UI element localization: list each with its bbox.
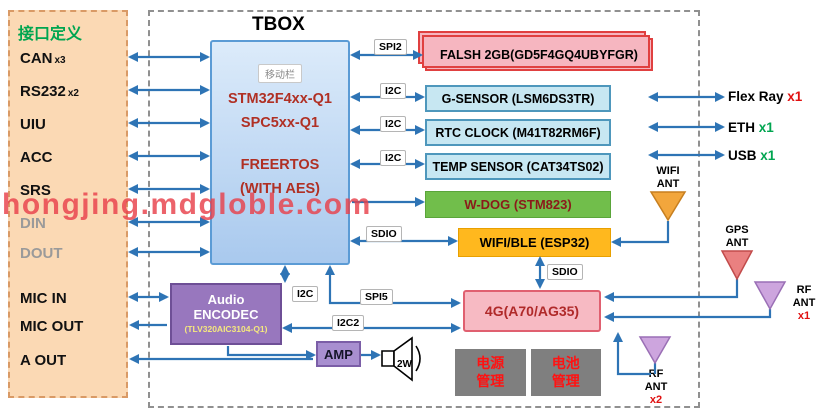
audio-codec-line1: Audio — [207, 292, 245, 308]
rf-antenna1-icon — [753, 281, 787, 311]
audio-codec-block: Audio ENCODEC (TLV320AIC3104-Q1) — [170, 283, 282, 345]
wifi-ant-label: WIFI ANT — [656, 165, 680, 191]
interface-a-out: A OUT — [20, 352, 67, 369]
rf-ant2-label: RF ANT x2 — [644, 368, 668, 407]
power-mgmt-block: 电源管理 — [455, 349, 526, 396]
power-management-group: 电源管理 电池管理 — [455, 349, 601, 396]
interface-panel-title: 接口定义 — [18, 26, 83, 43]
mcu-os: FREERTOS — [240, 157, 320, 173]
bus-sdio-wifi: SDIO — [366, 226, 402, 242]
gps-ant-label: GPS ANT — [725, 224, 749, 250]
interface-acc: ACC — [20, 149, 53, 166]
watchdog-block: W-DOG (STM823) — [425, 191, 611, 218]
audio-codec-part: (TLV320AIC3104-Q1) — [184, 324, 268, 335]
mcu-block: 移动栏 STM32F4xx-Q1 SPC5xx-Q1 FREERTOS (WIT… — [210, 40, 350, 265]
bus-i2c-temp: I2C — [380, 150, 407, 166]
4g-modem-block: 4G(A70/AG35) — [463, 290, 601, 332]
watermark-text: hongjing.mdgloble.com — [2, 188, 372, 221]
gps-antenna-icon — [720, 250, 754, 281]
wifi-ble-block: WIFI/BLE (ESP32) — [458, 228, 611, 257]
amp-block: AMP — [316, 341, 361, 367]
interface-srs: SRS — [20, 182, 51, 199]
interface-mic-in: MIC IN — [20, 290, 67, 307]
interface-uiu: UIU — [20, 116, 46, 133]
bus-i2c2: I2C2 — [332, 315, 365, 331]
audio-codec-line2: ENCODEC — [193, 307, 259, 323]
temp-sensor-block: TEMP SENSOR (CAT34TS02) — [425, 153, 611, 180]
interface-dout: DOUT — [20, 245, 63, 262]
flexray-label: Flex Ray x1 — [728, 89, 803, 104]
flash-block: FALSH 2GB(GD5F4GQ4UBYFGR) — [418, 31, 653, 71]
usb-label: USB x1 — [728, 148, 776, 163]
rtc-block: RTC CLOCK (M41T82RM6F) — [425, 119, 611, 146]
bus-i2c-audio: I2C — [292, 286, 319, 302]
rf-ant1-label: RF ANT x1 — [792, 284, 816, 323]
bus-sdio-4g: SDIO — [547, 264, 583, 280]
mcu-part-2: SPC5xx-Q1 — [240, 115, 320, 131]
bus-spi5: SPI5 — [360, 289, 393, 305]
bus-spi2: SPI2 — [374, 39, 407, 55]
interface-din: DIN — [20, 215, 46, 232]
mcu-tooltip-badge: 移动栏 — [258, 64, 302, 83]
bus-i2c-rtc: I2C — [380, 116, 407, 132]
gsensor-block: G-SENSOR (LSM6DS3TR) — [425, 85, 611, 112]
mcu-aes: (WITH AES) — [239, 181, 320, 197]
tbox-boundary — [148, 10, 700, 408]
interface-mic-out: MIC OUT — [20, 318, 84, 335]
eth-label: ETH x1 — [728, 120, 774, 135]
bus-i2c-gsensor: I2C — [380, 83, 407, 99]
battery-mgmt-block: 电池管理 — [530, 349, 601, 396]
mcu-part-1: STM32F4xx-Q1 — [228, 91, 332, 107]
diagram-title: TBOX — [252, 14, 305, 35]
